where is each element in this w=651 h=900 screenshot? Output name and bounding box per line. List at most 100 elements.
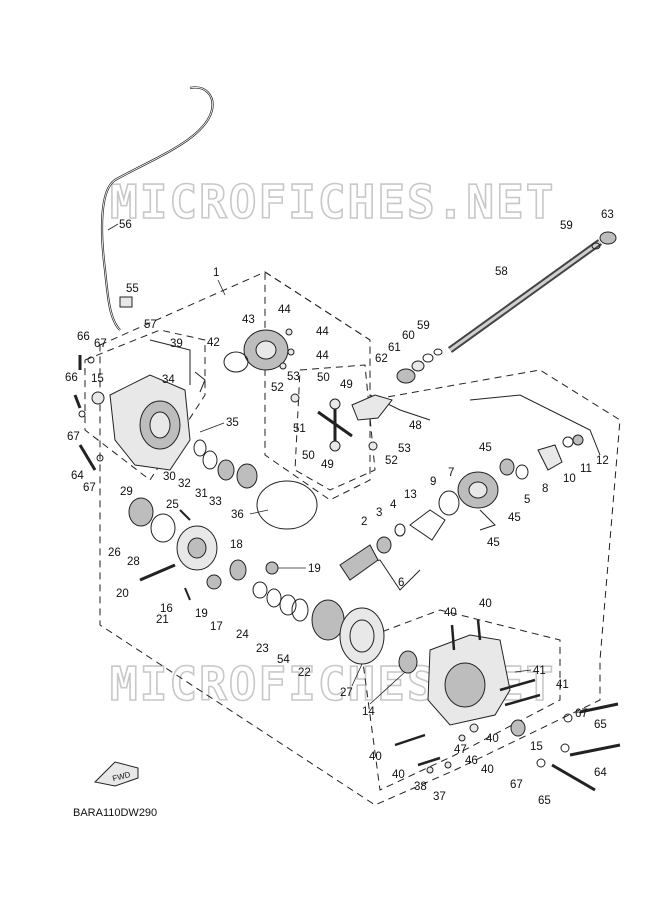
callout-59-top: 59 — [560, 220, 573, 232]
callout-28: 28 — [127, 556, 140, 568]
callout-15-left: 15 — [91, 373, 104, 385]
washer-24 — [266, 588, 282, 608]
callout-66-lower: 66 — [65, 372, 78, 384]
callout-36: 36 — [231, 509, 244, 521]
yoke-10 — [537, 444, 563, 471]
callout-65-upper: 65 — [594, 719, 607, 731]
leader-14 — [369, 671, 406, 705]
callout-12: 12 — [596, 455, 609, 467]
callout-49-top: 49 — [340, 379, 353, 391]
bolt-44a — [285, 328, 293, 336]
callout-6: 6 — [398, 577, 404, 589]
callout-1: 1 — [213, 267, 219, 279]
callout-43: 43 — [242, 314, 255, 326]
washer-67-b — [560, 743, 570, 753]
callout-21: 21 — [156, 614, 169, 626]
bolt-40-top-b — [476, 619, 482, 641]
callout-40-e: 40 — [481, 764, 494, 776]
callout-9: 9 — [430, 476, 436, 488]
yoke-48 — [351, 394, 393, 421]
callout-4: 4 — [390, 499, 397, 511]
pin-21 — [184, 587, 191, 601]
callout-44-a: 44 — [278, 304, 291, 316]
seal-15-right — [510, 719, 526, 737]
bearing-3 — [376, 536, 392, 554]
callout-19-left: 19 — [195, 608, 208, 620]
assembly-outline-main — [99, 271, 621, 806]
bearing-cap-52-right — [368, 441, 378, 451]
leader-27 — [351, 663, 363, 687]
callout-27: 27 — [340, 687, 353, 699]
callout-14: 14 — [362, 706, 375, 718]
callout-16: 16 — [160, 603, 173, 615]
bolt-66-lower — [73, 394, 82, 409]
seal-5 — [499, 458, 515, 476]
o-ring-59 — [433, 348, 443, 356]
housing-bore — [255, 340, 277, 360]
nut-12 — [572, 434, 584, 446]
bearing-26 — [128, 497, 154, 527]
callout-64-left: 64 — [71, 470, 84, 482]
gasket-36 — [256, 480, 318, 530]
callout-49-bottom: 49 — [321, 459, 334, 471]
washer-67-c — [536, 758, 546, 768]
assembly-outline-lower — [359, 609, 561, 791]
bolt-40-bottom-a — [394, 733, 426, 747]
callout-23: 23 — [256, 643, 269, 655]
bolt-44c — [279, 362, 287, 370]
washer-67-left-c — [96, 454, 104, 462]
callout-40-c: 40 — [369, 751, 382, 763]
o-ring-42 — [223, 351, 249, 373]
collar-61 — [411, 360, 425, 372]
callout-3: 3 — [376, 507, 382, 519]
callout-52-right: 52 — [385, 455, 398, 467]
bolt-65-lower — [551, 763, 596, 792]
callout-17: 17 — [210, 621, 223, 633]
seal-15-left — [91, 391, 105, 405]
washer-38 — [426, 766, 434, 774]
shaft-coupler-63 — [599, 231, 617, 245]
callout-44-c: 44 — [316, 350, 329, 362]
washer-67-left-b — [78, 410, 86, 418]
callout-42: 42 — [207, 337, 220, 349]
plug-37 — [444, 761, 452, 769]
ring-28 — [150, 513, 176, 543]
leader-35 — [199, 422, 225, 433]
callout-26: 26 — [108, 547, 121, 559]
bolt-64-left — [78, 444, 97, 471]
ring-8 — [515, 464, 529, 480]
seal-14 — [398, 650, 418, 674]
ring-60 — [422, 353, 434, 363]
callout-30: 30 — [163, 471, 176, 483]
callout-41-a: 41 — [533, 665, 546, 677]
ring-4 — [394, 523, 406, 537]
callout-18: 18 — [230, 539, 243, 551]
leader-56 — [107, 223, 119, 231]
callout-50-top: 50 — [317, 372, 330, 384]
leader-36 — [249, 509, 269, 515]
callout-41-b: 41 — [556, 679, 569, 691]
bolt-65-upper — [579, 702, 619, 714]
stud-41-b — [504, 693, 541, 707]
callout-24: 24 — [236, 629, 249, 641]
yoke-62 — [396, 368, 416, 384]
callout-2: 2 — [361, 516, 367, 528]
callout-53-bottom: 53 — [398, 443, 411, 455]
callout-48: 48 — [409, 420, 422, 432]
breather-hose-inner — [101, 87, 213, 331]
ring-30 — [193, 439, 207, 457]
callout-45-b: 45 — [508, 512, 521, 524]
callout-45-c: 45 — [487, 537, 500, 549]
callout-67-lower-right: 67 — [510, 779, 523, 791]
callout-40-b: 40 — [479, 598, 492, 610]
rear-case-bore — [444, 662, 486, 708]
bolt-44b — [287, 348, 295, 356]
assembly-outline-joint — [294, 364, 376, 491]
callout-61: 61 — [388, 342, 401, 354]
callout-53-top: 53 — [287, 371, 300, 383]
gear-18 — [229, 559, 247, 581]
gear-19-left — [206, 574, 222, 590]
callout-5: 5 — [524, 494, 530, 506]
diagram-code: BARA110DW290 — [73, 807, 157, 819]
